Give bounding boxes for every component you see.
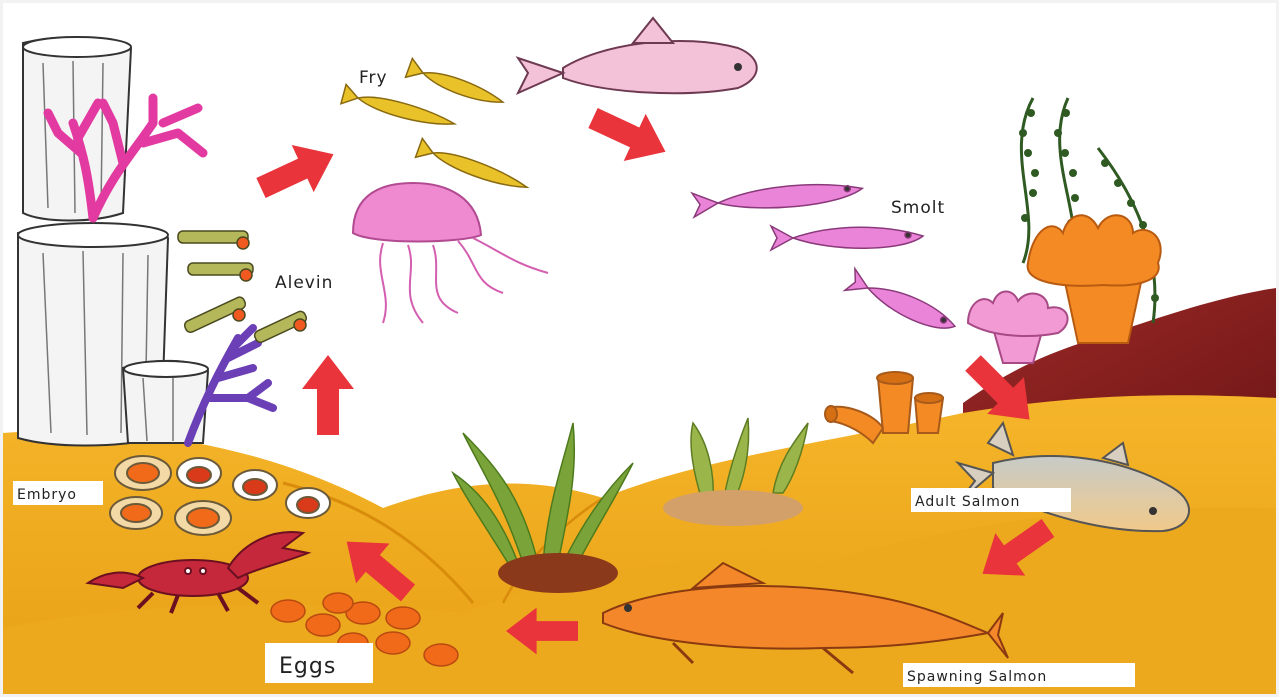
diagram-canvas: Fry Smolt Alevin Embryo Adult Salmon Egg… [3,3,1276,694]
label-eggs: Eggs [279,654,336,679]
arrow-fry-to-smolt [582,94,676,175]
label-spawning-salmon: Spawning Salmon [907,669,1047,685]
label-embryo: Embryo [17,487,77,503]
label-alevin: Alevin [275,273,333,293]
arrow-embryo-to-alevin [302,355,354,435]
label-fry: Fry [359,68,388,88]
juvenile-salmon-top [518,18,757,93]
jellyfish [353,183,548,323]
tube-coral [825,372,943,443]
label-adult-salmon: Adult Salmon [915,494,1020,510]
seaweed-rock [498,553,618,593]
label-smolt: Smolt [891,198,945,218]
arrow-alevin-to-fry [250,131,344,212]
pink-anemone [968,291,1068,363]
